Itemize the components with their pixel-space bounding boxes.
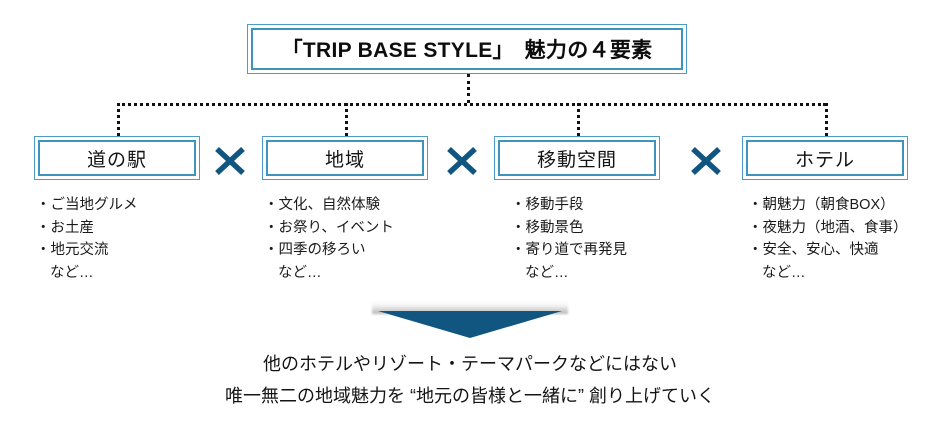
connector-drop-4 — [825, 103, 828, 136]
list-item: ・朝魅力（朝食BOX） — [748, 197, 895, 213]
bullet-list-idokukan: ・移動手段 ・移動景色 ・寄り道で再発見 など… — [511, 194, 711, 284]
category-box-inner: 地域 — [266, 140, 424, 176]
down-arrow — [366, 300, 574, 342]
category-box-inner: 道の駅 — [38, 140, 196, 176]
connector-drop-1 — [117, 103, 120, 136]
bullet-list-hotel: ・朝魅力（朝食BOX） ・夜魅力（地酒、食事） ・安全、安心、快適 など… — [748, 194, 940, 284]
category-box-inner: ホテル — [746, 140, 904, 176]
category-box-idokukan: 移動空間 — [494, 136, 660, 180]
list-item-etc: など… — [525, 264, 569, 281]
connector-stem-vertical — [467, 74, 470, 103]
down-arrow-shadow — [372, 300, 568, 314]
down-arrow-triangle — [378, 311, 562, 338]
title-box: 「TRIP BASE STYLE」 魅力の４要素 — [247, 24, 687, 74]
list-item: ・お祭り、イベント — [264, 219, 394, 236]
list-item-etc: など… — [50, 264, 94, 281]
category-box-michinoeki: 道の駅 — [34, 136, 200, 180]
list-item-etc: など… — [762, 264, 806, 281]
caption-block: 他のホテルやリゾート・テーマパークなどにはない 唯一無二の地域魅力を “地元の皆… — [0, 348, 940, 412]
title-box-inner: 「TRIP BASE STYLE」 魅力の４要素 — [251, 28, 683, 70]
page-title: 「TRIP BASE STYLE」 魅力の４要素 — [281, 39, 653, 62]
list-item: ・寄り道で再発見 — [511, 242, 627, 258]
list-item: ・地元交流 — [36, 242, 109, 258]
multiply-icon-1 — [212, 146, 248, 176]
category-label: ホテル — [794, 149, 855, 171]
category-label: 移動空間 — [536, 149, 617, 171]
list-item: ・お土産 — [36, 219, 94, 236]
category-box-inner: 移動空間 — [498, 140, 656, 176]
connector-horizontal-bus — [117, 103, 826, 106]
list-item: ・移動手段 — [511, 197, 584, 213]
caption-line-1: 他のホテルやリゾート・テーマパークなどにはない — [263, 354, 677, 374]
category-label: 地域 — [324, 149, 365, 171]
multiply-icon-3 — [688, 146, 724, 176]
category-box-chiiki: 地域 — [262, 136, 428, 180]
list-item: ・移動景色 — [511, 219, 584, 236]
multiply-icon-2 — [444, 146, 480, 176]
list-item: ・安全、安心、快適 — [748, 242, 879, 258]
list-item-etc: など… — [278, 264, 322, 281]
list-item: ・四季の移ろい — [264, 242, 366, 258]
category-box-hotel: ホテル — [742, 136, 908, 180]
category-label: 道の駅 — [86, 149, 147, 171]
list-item: ・ご当地グルメ — [36, 197, 138, 213]
connector-drop-3 — [577, 103, 580, 136]
bullet-list-chiiki: ・文化、自然体験 ・お祭り、イベント ・四季の移ろい など… — [264, 194, 464, 284]
connector-drop-2 — [345, 103, 348, 136]
bullet-list-michinoeki: ・ご当地グルメ ・お土産 ・地元交流 など… — [36, 194, 236, 284]
list-item: ・文化、自然体験 — [264, 197, 380, 213]
list-item: ・夜魅力（地酒、食事） — [748, 219, 908, 236]
caption-line-2: 唯一無二の地域魅力を “地元の皆様と一緒に” 創り上げていく — [225, 386, 715, 406]
